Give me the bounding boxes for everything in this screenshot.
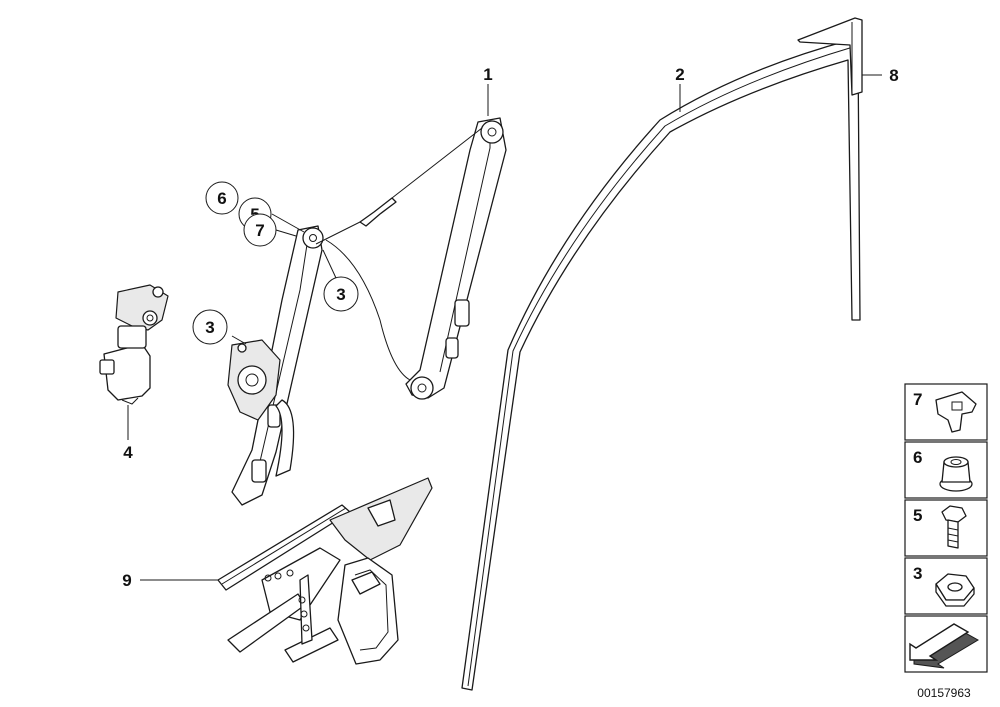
callout-3-upper: 3 — [323, 276, 359, 312]
legend-number: 6 — [913, 448, 922, 467]
callout-4: 4 — [123, 443, 133, 462]
legend-item-6: 6 — [904, 441, 988, 499]
legend-arrow-box — [904, 615, 988, 673]
legend-number: 7 — [913, 390, 922, 409]
hardware-legend: 7 6 5 — [904, 383, 988, 673]
callout-label: 2 — [675, 65, 684, 84]
callout-6: 6 — [205, 181, 239, 215]
callout-label: 4 — [123, 443, 133, 462]
leader-lines — [127, 74, 882, 581]
clip-nut-icon — [935, 391, 977, 433]
callout-label: 3 — [205, 318, 214, 337]
legend-number: 5 — [913, 506, 922, 525]
callout-label: 1 — [483, 65, 492, 84]
regulator-frame — [217, 477, 433, 665]
corner-cover — [797, 17, 863, 96]
legend-item-5: 5 — [904, 499, 988, 557]
callout-3-left: 3 — [192, 309, 228, 345]
callout-2: 2 — [675, 65, 684, 84]
window-regulator — [227, 117, 507, 506]
callout-label: 8 — [889, 66, 898, 85]
callout-9: 9 — [122, 571, 131, 590]
document-number: 00157963 — [917, 686, 971, 700]
direction-arrow-icon — [909, 623, 979, 669]
window-guide-rail — [461, 39, 861, 691]
hex-bolt-icon — [941, 505, 967, 549]
legend-item-7: 7 — [904, 383, 988, 441]
callout-label: 9 — [122, 571, 131, 590]
callout-8: 8 — [889, 66, 898, 85]
legend-number: 3 — [913, 564, 922, 583]
callout-label: 7 — [255, 221, 264, 240]
callout-1: 1 — [483, 65, 492, 84]
legend-item-3: 3 — [904, 557, 988, 615]
callout-label: 3 — [336, 285, 345, 304]
hex-nut-icon — [935, 573, 975, 607]
callout-label: 6 — [217, 189, 226, 208]
window-motor — [99, 284, 169, 405]
collar-nut-icon — [939, 456, 973, 492]
callout-7: 7 — [243, 213, 277, 247]
